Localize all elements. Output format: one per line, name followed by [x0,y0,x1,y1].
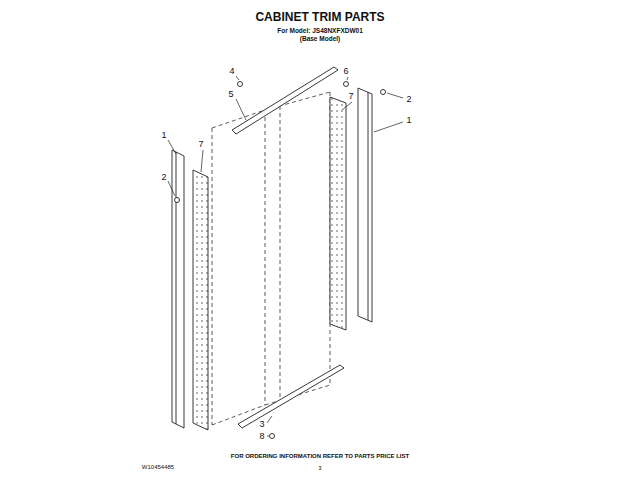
callout-number: 2 [406,95,411,105]
document-number: W10454485 [142,464,174,471]
callout-number: 4 [229,67,234,77]
callout-number: 2 [161,173,166,183]
diagram-title: CABINET TRIM PARTS [255,11,384,24]
callout-number: 7 [348,92,353,102]
callout-number: 5 [228,90,233,100]
callout-number: 3 [259,420,264,430]
page-number: 3 [318,465,321,472]
ordering-note: FOR ORDERING INFORMATION REFER TO PARTS … [231,453,409,460]
callout-number: 7 [198,140,203,150]
callout-number: 1 [161,131,166,141]
callout-number: 6 [343,67,348,77]
model-number: For Model: JS48NXFXDW01 [277,27,363,34]
model-note: (Base Model) [300,35,340,42]
callout-number: 8 [259,432,264,442]
callout-number: 1 [406,116,411,126]
